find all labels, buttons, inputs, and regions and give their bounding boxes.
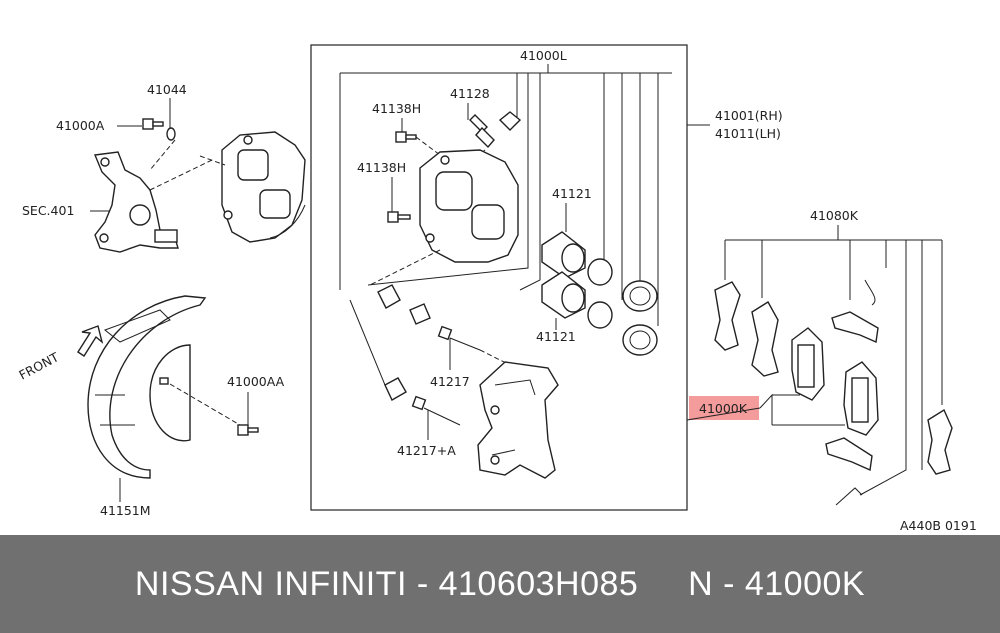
bleeder-screw-icon <box>469 111 522 149</box>
label-41128: 41128 <box>450 86 490 101</box>
brake-pad-shim-1-icon <box>714 281 741 351</box>
label-41080K: 41080K <box>810 208 859 223</box>
label-41011-lh: 41011(LH) <box>715 126 781 141</box>
label-41044: 41044 <box>147 82 187 97</box>
dust-boot-upper-icon <box>622 280 658 312</box>
banner-text: NISSAN INFINITI - 410603H085 N - 41000K <box>134 564 866 603</box>
caliper-outer-frame <box>310 44 688 511</box>
dust-boot-lower-icon <box>622 324 658 356</box>
label-41000AA: 41000AA <box>227 374 285 389</box>
steering-knuckle-icon <box>94 151 179 253</box>
label-41000A: 41000A <box>56 118 105 133</box>
pin-boot-upper-icon <box>377 284 401 309</box>
brake-pad-shim-2-icon <box>751 301 779 377</box>
baffle-plate-icon <box>87 295 207 479</box>
baffle-bolt-icon <box>237 424 259 436</box>
upper-bolt-icon <box>395 131 417 143</box>
highlight-41000K <box>689 396 759 420</box>
label-41001-rh: 41001(RH) <box>715 108 783 123</box>
label-41217-A: 41217+A <box>397 443 456 458</box>
knuckle-bolt-icon <box>142 118 164 130</box>
label-41121-lower: 41121 <box>536 329 576 344</box>
brake-pad-inner-icon <box>791 327 825 401</box>
label-41138H-lower: 41138H <box>357 160 406 175</box>
caliper-inner-bracket <box>339 72 672 290</box>
brake-pad-shim-3-icon <box>927 408 953 475</box>
parts-diagram: 41000L 41044 41000A SEC.401 FRONT <box>16 44 977 533</box>
pin-boot-mid-icon <box>409 303 431 325</box>
brake-pad-outer-icon <box>843 361 879 436</box>
piston-seal-lower-icon <box>587 301 613 329</box>
washer-icon <box>166 127 176 141</box>
label-41151M: 41151M <box>100 503 151 518</box>
label-sec401: SEC.401 <box>22 203 74 218</box>
label-41000L: 41000L <box>520 48 567 63</box>
front-arrow-icon <box>77 325 104 357</box>
caliper-bracket-icon <box>477 361 559 479</box>
piston-upper-icon <box>541 231 586 279</box>
pad-clip-upper-icon <box>831 311 879 344</box>
label-front: FRONT <box>16 349 61 382</box>
part-number-banner: NISSAN INFINITI - 410603H085 N - 41000K <box>0 535 1000 633</box>
label-41217: 41217 <box>430 374 470 389</box>
caliper-body-icon <box>419 149 519 263</box>
diagram-code: A440B 0191 <box>900 518 977 533</box>
pin-upper-icon <box>437 325 481 351</box>
label-41138H-upper: 41138H <box>372 101 421 116</box>
pad-clip-lower-icon <box>825 437 873 472</box>
piston-seal-upper-icon <box>587 258 613 286</box>
pin-lower-icon <box>411 395 461 426</box>
caliper-body-small-icon <box>221 131 306 243</box>
lower-bolt-icon <box>387 211 411 223</box>
piston-lower-icon <box>541 271 586 319</box>
pin-boot-lower-icon <box>384 377 407 401</box>
label-41121-upper: 41121 <box>552 186 592 201</box>
